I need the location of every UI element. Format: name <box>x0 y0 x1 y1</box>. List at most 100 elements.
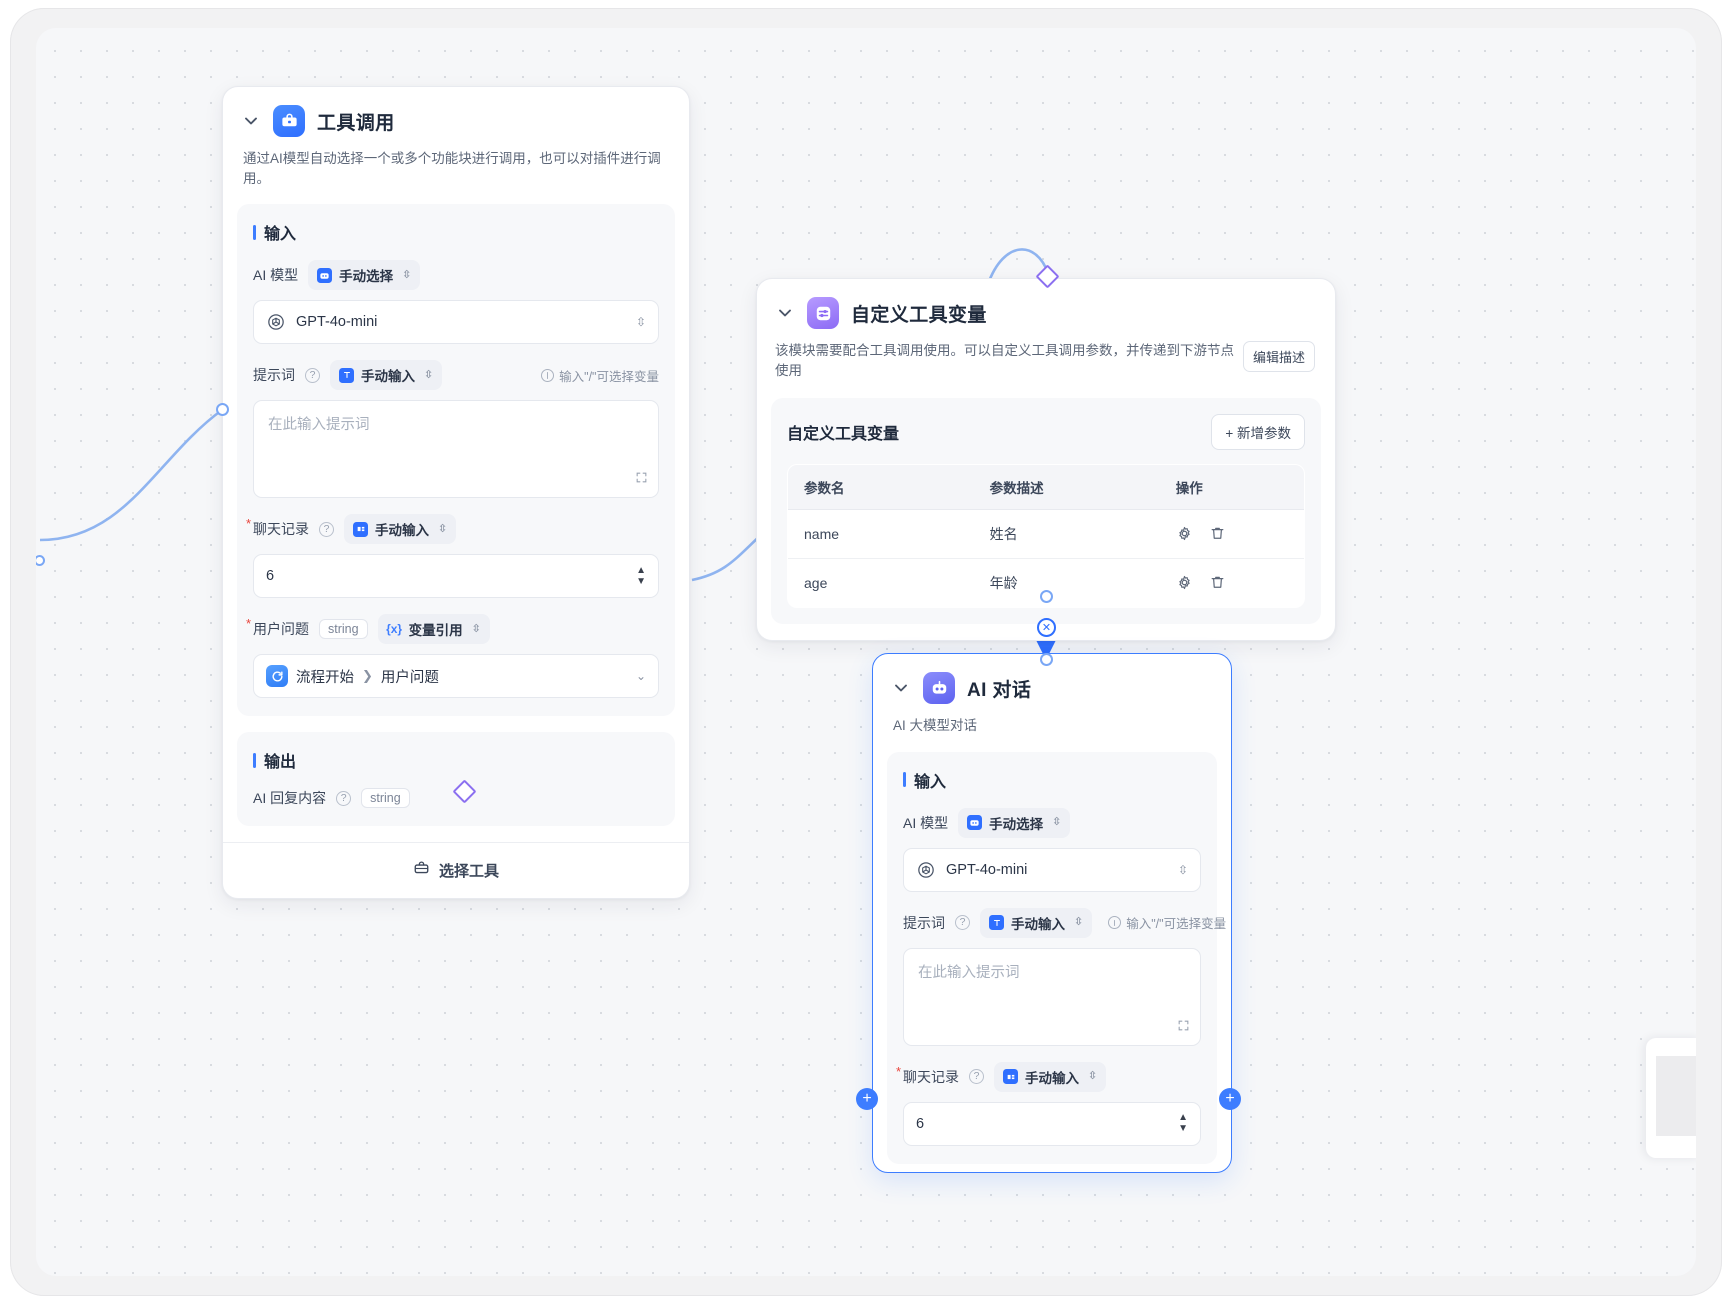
field-ai-model: AI 模型 手动选择 ⇳ <box>253 260 659 291</box>
chevron-updown-icon: ⇳ <box>402 268 412 281</box>
add-node-right-button[interactable]: + <box>1219 1088 1241 1110</box>
number-input-icon <box>353 521 368 537</box>
ai-model-value-select[interactable]: GPT-4o-mini ⇳ <box>253 300 659 345</box>
port-vars-output[interactable] <box>1040 590 1053 603</box>
help-icon[interactable]: ? <box>955 915 970 931</box>
trash-icon[interactable] <box>1209 574 1226 591</box>
chevron-down-icon: ⌄ <box>635 669 646 684</box>
node-title-ai-chat: AI 对话 <box>967 679 1032 701</box>
output-type: string <box>361 788 410 809</box>
node-custom-tool-vars[interactable]: 自定义工具变量 该模块需要配合工具调用使用。可以自定义工具调用参数，并传递到下游… <box>756 278 1336 641</box>
cell-param-name: name <box>788 509 974 559</box>
flow-start-icon <box>266 665 288 688</box>
add-param-button[interactable]: + 新增参数 <box>1211 413 1305 450</box>
ai-model-label: AI 模型 <box>903 814 949 831</box>
ai-chat-description: AI 大模型对话 <box>893 718 978 733</box>
prompt-label: 提示词 <box>253 367 295 384</box>
chevron-updown-icon: ⇳ <box>424 368 434 381</box>
custom-vars-header: 自定义工具变量 该模块需要配合工具调用使用。可以自定义工具调用参数，并传递到下游… <box>757 279 1335 382</box>
node-title-tool-call: 工具调用 <box>317 112 395 134</box>
help-icon[interactable]: ? <box>319 521 334 537</box>
variable-icon: {x} <box>386 622 403 637</box>
node-tool-call[interactable]: 工具调用 通过AI模型自动选择一个或多个功能块进行调用，也可以对插件进行调用。 … <box>222 86 690 900</box>
chat-history-value: 6 <box>266 568 275 585</box>
section-accent-bar <box>253 224 256 240</box>
prompt-placeholder: 在此输入提示词 <box>918 964 1020 981</box>
prompt-textarea[interactable]: 在此输入提示词 <box>903 947 1201 1046</box>
ai-model-mode-select[interactable]: 手动选择 ⇳ <box>958 807 1071 838</box>
user-question-variable-select[interactable]: 流程开始 ❯ 用户问题 ⌄ <box>253 654 659 699</box>
ai-chat-header: AI 对话 AI 大模型对话 <box>873 654 1231 736</box>
field-prompt: 提示词 ? 手动输入 ⇳ 输入"/"可选择变量 <box>903 907 1226 938</box>
chat-history-value: 6 <box>916 1115 925 1132</box>
section-accent-bar <box>253 752 256 768</box>
field-prompt: 提示词 ? 手动输入 ⇳ 输入"/"可选择变量 <box>253 360 659 391</box>
chat-history-number-input[interactable]: 6 ▲▼ <box>903 1101 1201 1146</box>
table-row[interactable]: name 姓名 <box>788 509 1304 559</box>
edge-delete-button[interactable]: ✕ <box>1037 618 1056 637</box>
chevron-updown-icon: ⇳ <box>1074 916 1084 929</box>
chevron-updown-icon: ⇳ <box>1088 1070 1098 1083</box>
table-row[interactable]: age 年龄 <box>788 558 1304 607</box>
help-icon[interactable]: ? <box>336 790 352 806</box>
table-header-row: 参数名 参数描述 操作 <box>788 464 1304 510</box>
ref-node-name: 流程开始 <box>296 669 354 686</box>
chat-history-mode-select[interactable]: 手动输入 ⇳ <box>994 1061 1107 1092</box>
user-question-type: string <box>319 619 368 640</box>
ai-model-value-select[interactable]: GPT-4o-mini ⇳ <box>903 847 1201 892</box>
cell-param-name: age <box>804 574 828 591</box>
chat-history-number-input[interactable]: 6 ▲▼ <box>253 554 659 599</box>
text-input-icon <box>339 367 354 383</box>
prompt-mode-select[interactable]: 手动输入 ⇳ <box>330 360 443 391</box>
input-section-title: 输入 <box>903 768 1201 792</box>
field-output: AI 回复内容 ? string <box>253 788 659 809</box>
ref-field-name: 用户问题 <box>380 669 439 686</box>
prompt-textarea[interactable]: 在此输入提示词 <box>253 400 659 499</box>
port-toolcall-input[interactable] <box>216 403 229 416</box>
params-table: 参数名 参数描述 操作 name 姓名 <box>787 463 1305 608</box>
number-stepper[interactable]: ▲▼ <box>1178 1112 1188 1135</box>
trash-icon[interactable] <box>1209 525 1226 542</box>
ai-model-mode-select[interactable]: 手动选择 ⇳ <box>308 260 421 291</box>
port-aichat-input[interactable] <box>1040 653 1053 666</box>
tool-call-input-section: 输入 AI 模型 手动选择 ⇳ <box>237 204 675 717</box>
add-node-left-button[interactable]: + <box>856 1088 878 1110</box>
side-panel-peek[interactable] <box>1646 1038 1696 1158</box>
help-icon[interactable]: ? <box>969 1069 984 1085</box>
cell-param-desc: 年龄 <box>989 574 1018 591</box>
chevron-updown-icon: ⇳ <box>438 522 448 535</box>
chevron-down-icon[interactable] <box>775 303 795 323</box>
number-stepper[interactable]: ▲▼ <box>636 564 646 587</box>
prompt-hint: 输入"/"可选择变量 <box>541 366 659 385</box>
col-param-desc: 参数描述 <box>973 464 1160 510</box>
chat-history-mode-select[interactable]: 手动输入 ⇳ <box>344 514 457 545</box>
help-icon[interactable]: ? <box>305 367 320 383</box>
table-title: 自定义工具变量 <box>787 425 900 443</box>
chevron-down-icon[interactable] <box>891 678 911 698</box>
edit-description-button[interactable]: 编辑描述 <box>1242 341 1315 372</box>
chevron-down-icon[interactable] <box>241 111 261 131</box>
port-flow-start-output[interactable] <box>36 555 45 566</box>
openai-logo-icon <box>266 312 286 332</box>
ai-model-label: AI 模型 <box>253 267 299 284</box>
node-ai-chat[interactable]: AI 对话 AI 大模型对话 输入 AI 模型 手动选择 ⇳ <box>872 653 1232 1173</box>
user-question-mode-select[interactable]: {x} 变量引用 ⇳ <box>377 614 490 645</box>
select-tool-button[interactable]: 选择工具 <box>223 842 689 898</box>
field-ai-model: AI 模型 手动选择 ⇳ <box>903 807 1201 838</box>
prompt-mode-select[interactable]: 手动输入 ⇳ <box>980 907 1093 938</box>
chevron-updown-icon: ⇳ <box>1177 862 1188 877</box>
custom-vars-description: 该模块需要配合工具调用使用。可以自定义工具调用参数，并传递到下游节点使用 <box>775 343 1234 379</box>
gear-icon[interactable] <box>1176 574 1193 591</box>
col-actions: 操作 <box>1159 464 1304 510</box>
workflow-canvas[interactable]: 工具调用 通过AI模型自动选择一个或多个功能块进行调用，也可以对插件进行调用。 … <box>36 28 1696 1276</box>
ai-chat-input-section: 输入 AI 模型 手动选择 ⇳ GPT-4 <box>887 751 1226 1164</box>
gear-icon[interactable] <box>1176 525 1193 542</box>
output-section-title: 输出 <box>253 748 659 772</box>
toolbox-icon <box>273 105 305 137</box>
robot-icon <box>923 672 955 704</box>
custom-vars-table-card: 自定义工具变量 + 新增参数 参数名 参数描述 操作 name <box>771 397 1321 624</box>
expand-icon[interactable] <box>1177 1019 1190 1037</box>
chevron-updown-icon: ⇳ <box>471 622 481 635</box>
expand-icon[interactable] <box>635 471 648 489</box>
tool-call-output-section: 输出 AI 回复内容 ? string <box>237 732 675 827</box>
